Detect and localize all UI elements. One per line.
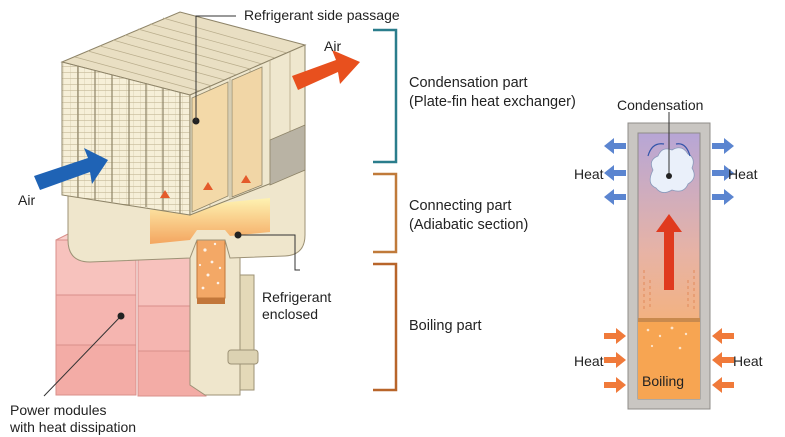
section-connecting-title: Connecting part — [409, 198, 512, 214]
label-air-in: Air — [18, 192, 36, 208]
power-module-dot — [117, 312, 125, 320]
plate-fin-heat-exchanger — [60, 11, 307, 216]
label-power-modules-line1: Power modules — [10, 402, 107, 418]
label-power-modules-line2: with heat dissipation — [10, 419, 137, 435]
tube-label-heat-bottom-left: Heat — [574, 353, 604, 369]
tube-label-heat-bottom-right: Heat — [733, 353, 763, 369]
heat-in-arrows — [604, 328, 734, 393]
heat-pipe-tube — [627, 112, 711, 410]
tube-label-boiling: Boiling — [642, 373, 685, 389]
section-condensation-title: Condensation part — [409, 75, 528, 91]
air-in-arrow — [34, 148, 108, 190]
bracket-connecting — [373, 172, 398, 254]
label-refrigerant-enclosed-line1: Refrigerant — [262, 289, 332, 305]
label-air-out: Air — [324, 38, 342, 54]
tube-label-heat-top-left: Heat — [574, 166, 604, 182]
tube-label-condensation: Condensation — [617, 97, 704, 113]
bracket-boiling — [373, 262, 398, 392]
section-connecting-subtitle: (Adiabatic section) — [409, 217, 529, 233]
air-out-arrow — [292, 50, 360, 90]
bracket-condensation — [373, 28, 398, 164]
vapor-arrow — [656, 214, 682, 290]
label-refrigerant-side-passage: Refrigerant side passage — [244, 7, 400, 23]
heat-out-arrows — [604, 138, 734, 205]
tube-label-heat-top-right: Heat — [728, 166, 758, 182]
leader-lines — [43, 15, 300, 397]
label-refrigerant-enclosed-line2: enclosed — [262, 306, 319, 322]
refrigerant-dot — [234, 231, 242, 239]
section-condensation-subtitle: (Plate-fin heat exchanger) — [409, 94, 576, 110]
section-boiling: Boiling part — [409, 318, 482, 334]
